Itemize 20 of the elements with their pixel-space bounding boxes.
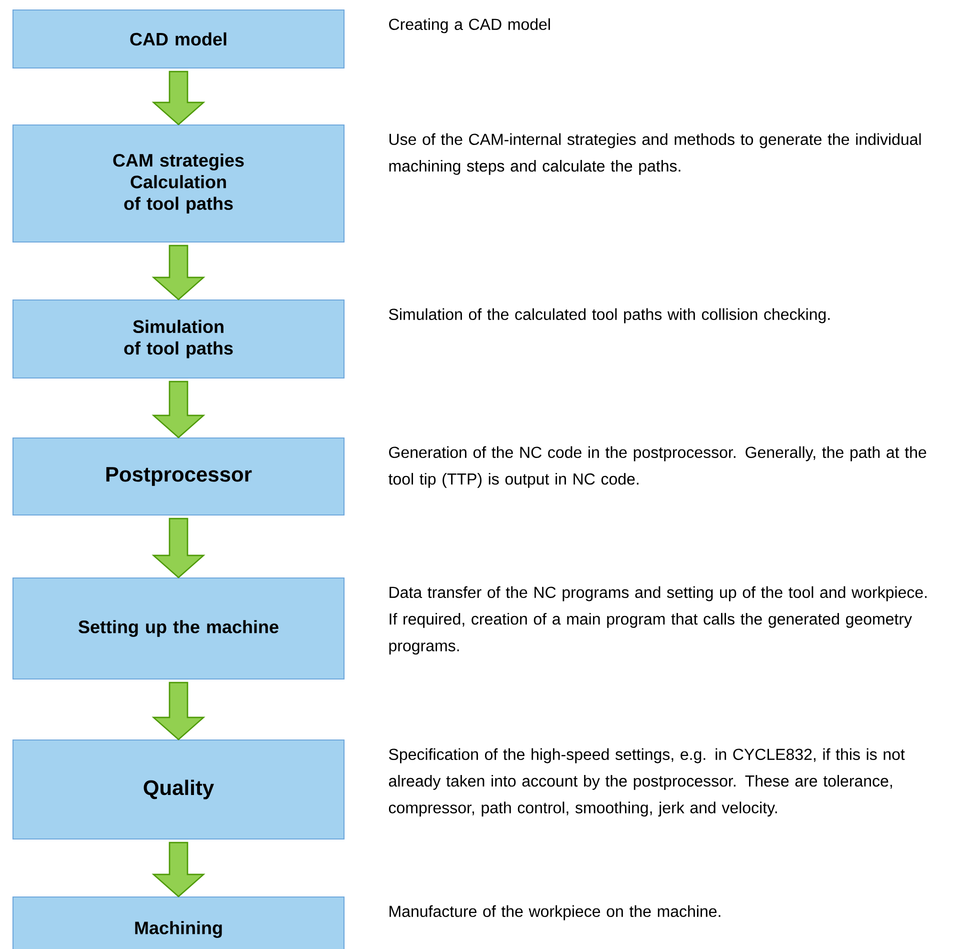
description-text: Specification of the high-speed settings, e.g. in CYCLE832, if this is not already taken into account by the postprocessor. These are tolerance, compressor, path control, smoothing, jerk and velocity. xyxy=(388,748,905,817)
process-box: CAD model xyxy=(12,9,345,69)
process-box: Postprocessor xyxy=(12,437,345,516)
block-arrow xyxy=(152,244,206,300)
process-box: Setting up the machine xyxy=(12,577,345,680)
process-box: Machining xyxy=(12,896,345,949)
block-arrow xyxy=(152,70,206,126)
description-text: Data transfer of the NC programs and setting up of the tool and workpiece. If required, creation of a main program that calls the generated geometry programs. xyxy=(389,586,927,655)
description-text: Creating a CAD model xyxy=(389,18,550,34)
description-text: Manufacture of the workpiece on the machine. xyxy=(390,905,720,920)
description-text: Generation of the NC code in the postprocessor. Generally, the path at the tool tip (TTP) is output in NC code. xyxy=(388,446,926,488)
process-box: CAM strategies Calculation of tool paths xyxy=(12,124,345,243)
block-arrow xyxy=(152,380,206,438)
description-text: Simulation of the calculated tool paths with collision checking. xyxy=(389,308,830,324)
block-arrow xyxy=(152,842,206,898)
block-arrow xyxy=(152,518,206,578)
process-box: Simulation of tool paths xyxy=(12,299,345,379)
process-box: Quality xyxy=(12,739,345,840)
block-arrow xyxy=(152,682,206,740)
description-text: Use of the CAM-internal strategies and methods to generate the individual machining steps and calculate the paths. xyxy=(389,133,921,175)
